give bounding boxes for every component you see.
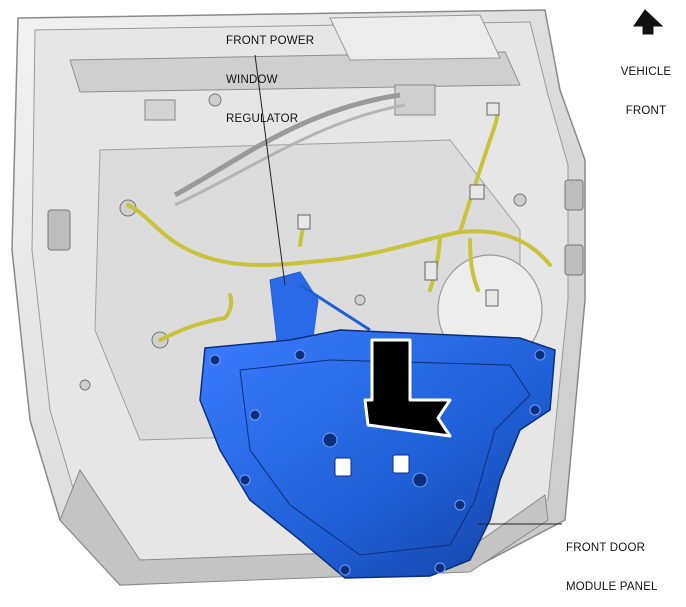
panel-label-line-1: FRONT DOOR	[566, 542, 646, 554]
vehicle-label-line-2: FRONT	[625, 105, 667, 117]
regulator-label-line-3: REGULATOR	[226, 113, 299, 125]
regulator-label-line-1: FRONT POWER	[226, 35, 315, 47]
bent-arrow-down-right-icon	[363, 338, 452, 438]
connectors	[297, 102, 500, 307]
window-regulator	[269, 271, 371, 351]
leader-lines	[254, 54, 562, 525]
regulator-callout: FRONT POWER WINDOW REGULATOR	[226, 9, 314, 139]
up-arrow-icon	[633, 9, 664, 35]
vehicle-front-label: VEHICLE FRONT	[618, 40, 674, 131]
panel-label-line-2: MODULE PANEL	[566, 581, 658, 593]
module-panel	[199, 329, 556, 579]
module-panel-callout: FRONT DOOR MODULE PANEL	[566, 516, 658, 607]
regulator-label-line-2: WINDOW	[226, 74, 278, 86]
vehicle-label-line-1: VEHICLE	[620, 66, 672, 78]
